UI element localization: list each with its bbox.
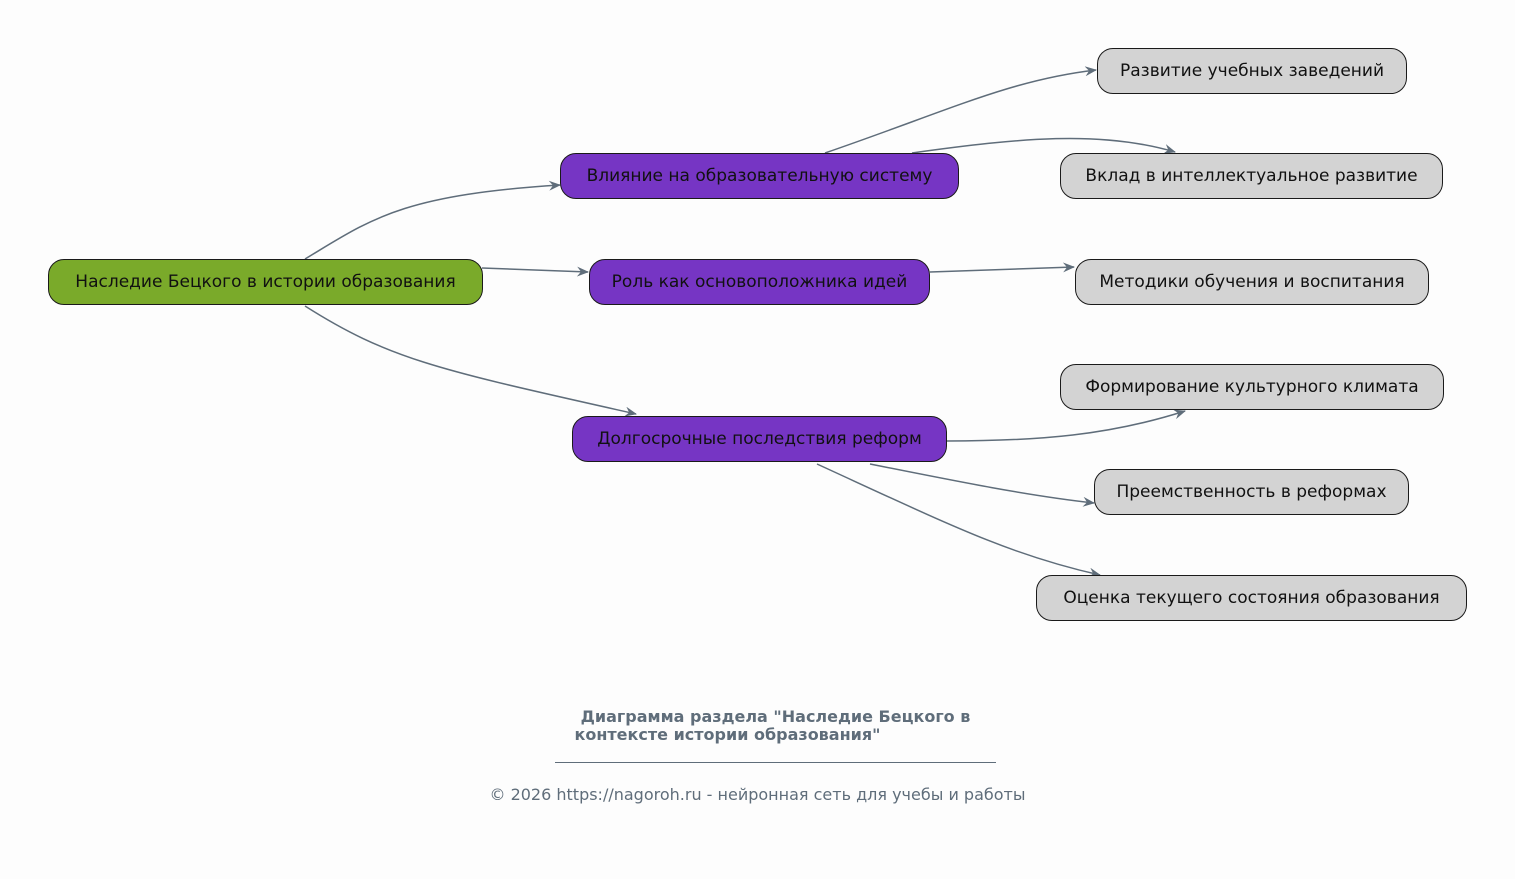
- copyright-text: © 2026 https://nagoroh.ru - нейронная се…: [489, 785, 1026, 804]
- edge-root-b3: [304, 305, 637, 417]
- edge-b3-l5: [869, 463, 1095, 507]
- node-branch-long-term-consequences[interactable]: Долгосрочные последствия реформ: [572, 416, 947, 462]
- node-branch-education-system[interactable]: Влияние на образовательную систему: [560, 153, 959, 199]
- node-label: Формирование культурного климата: [1085, 377, 1419, 397]
- edge-root-b2: [481, 266, 589, 277]
- edge-b1-l2: [911, 137, 1176, 154]
- node-leaf-institutions[interactable]: Развитие учебных заведений: [1097, 48, 1407, 94]
- edge-b2-l3: [929, 262, 1075, 273]
- node-root[interactable]: Наследие Бецкого в истории образования: [48, 259, 483, 305]
- node-label: Долгосрочные последствия реформ: [597, 429, 922, 449]
- node-leaf-intellectual[interactable]: Вклад в интеллектуальное развитие: [1060, 153, 1443, 199]
- node-label: Оценка текущего состояния образования: [1063, 588, 1440, 608]
- diagram-caption-title: Диаграмма раздела "Наследие Бецкого в ко…: [0, 708, 1515, 744]
- caption-divider: [555, 762, 996, 763]
- edge-b3-l6: [816, 463, 1101, 578]
- caption-title-line-1: Диаграмма раздела "Наследие Бецкого в: [580, 707, 971, 726]
- node-leaf-continuity[interactable]: Преемственность в реформах: [1094, 469, 1409, 515]
- node-leaf-methods[interactable]: Методики обучения и воспитания: [1075, 259, 1429, 305]
- node-leaf-cultural-climate[interactable]: Формирование культурного климата: [1060, 364, 1444, 410]
- node-label: Наследие Бецкого в истории образования: [75, 272, 456, 292]
- edge-root-b1: [304, 180, 561, 260]
- node-branch-founder-role[interactable]: Роль как основоположника идей: [589, 259, 930, 305]
- node-label: Преемственность в реформах: [1116, 482, 1387, 502]
- node-label: Роль как основоположника идей: [611, 272, 908, 292]
- caption-title-line-2: контексте истории образования": [574, 725, 881, 744]
- edge-b1-l1: [824, 66, 1097, 154]
- node-label: Методики обучения и воспитания: [1099, 272, 1405, 292]
- node-label: Вклад в интеллектуальное развитие: [1085, 166, 1418, 186]
- edge-b3-l4: [946, 409, 1186, 442]
- node-label: Влияние на образовательную систему: [586, 166, 933, 186]
- node-label: Развитие учебных заведений: [1120, 61, 1384, 81]
- node-leaf-current-state[interactable]: Оценка текущего состояния образования: [1036, 575, 1467, 621]
